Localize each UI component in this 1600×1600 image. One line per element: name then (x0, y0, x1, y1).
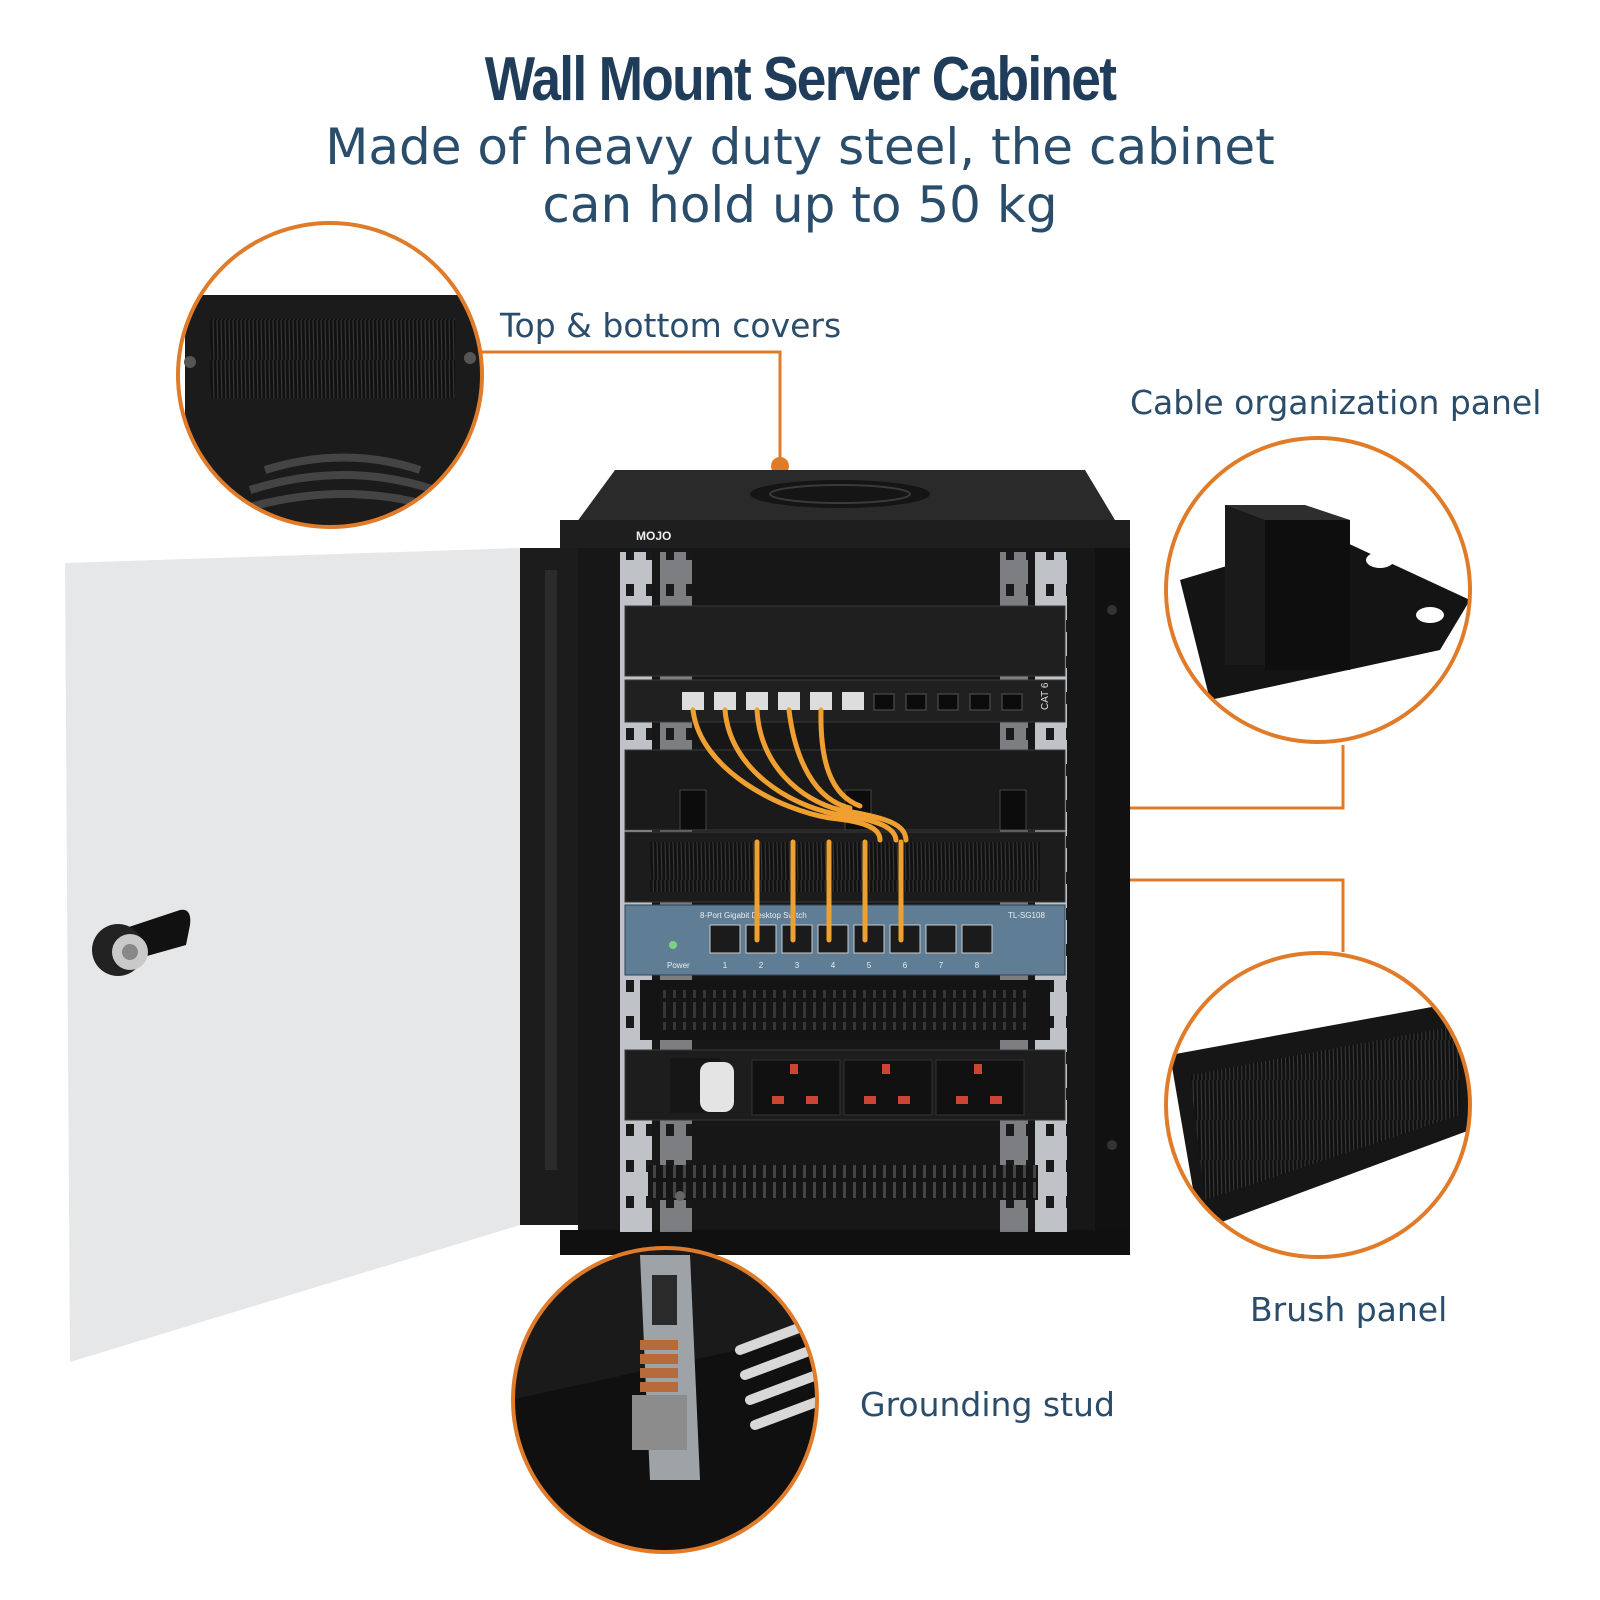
svg-text:8: 8 (975, 961, 980, 970)
svg-text:MOJO: MOJO (636, 529, 671, 543)
page-title: Wall Mount Server Cabinet (484, 45, 1117, 114)
svg-text:8-Port Gigabit Desktop Switch: 8-Port Gigabit Desktop Switch (700, 911, 807, 920)
svg-text:6: 6 (903, 961, 908, 970)
callout-top-bottom-covers: Top & bottom covers (500, 306, 842, 345)
svg-text:1: 1 (723, 961, 728, 970)
svg-text:4: 4 (831, 961, 836, 970)
detail-cable-organizer (1164, 436, 1472, 744)
detail-top-cover (176, 221, 484, 529)
switch-ports (709, 924, 993, 954)
rack-units: CAT 6 8-Port Gigabit Desktop Switch TL-S… (624, 605, 1066, 1201)
page-subtitle: Made of heavy duty steel, the cabinet ca… (325, 118, 1275, 234)
vented-shelf (640, 980, 1050, 1040)
svg-text:TL-SG108: TL-SG108 (1008, 911, 1045, 920)
svg-text:CAT 6: CAT 6 (1040, 682, 1051, 710)
brush-panel (624, 831, 1066, 903)
detail-grounding-stud (511, 1246, 819, 1554)
switch-port-numbers: 1 2 3 4 5 6 7 8 (723, 961, 980, 970)
callout-grounding-stud: Grounding stud (860, 1385, 1115, 1424)
svg-text:2: 2 (759, 961, 764, 970)
callout-brush-panel: Brush panel (1250, 1290, 1448, 1329)
detail-brush-panel (1164, 951, 1472, 1259)
svg-text:5: 5 (867, 961, 872, 970)
cabinet-door (65, 548, 585, 1362)
network-switch: 8-Port Gigabit Desktop Switch TL-SG108 P… (624, 904, 1066, 976)
patch-panel: CAT 6 (624, 679, 1066, 723)
svg-text:7: 7 (939, 961, 944, 970)
callout-cable-organization-panel: Cable organization panel (1130, 383, 1542, 422)
svg-text:Power: Power (667, 961, 690, 970)
patch-cables (690, 707, 909, 943)
power-distribution-unit (624, 1049, 1066, 1121)
door-lock-icon (92, 909, 191, 976)
patch-ports (682, 692, 1023, 711)
svg-text:3: 3 (795, 961, 800, 970)
